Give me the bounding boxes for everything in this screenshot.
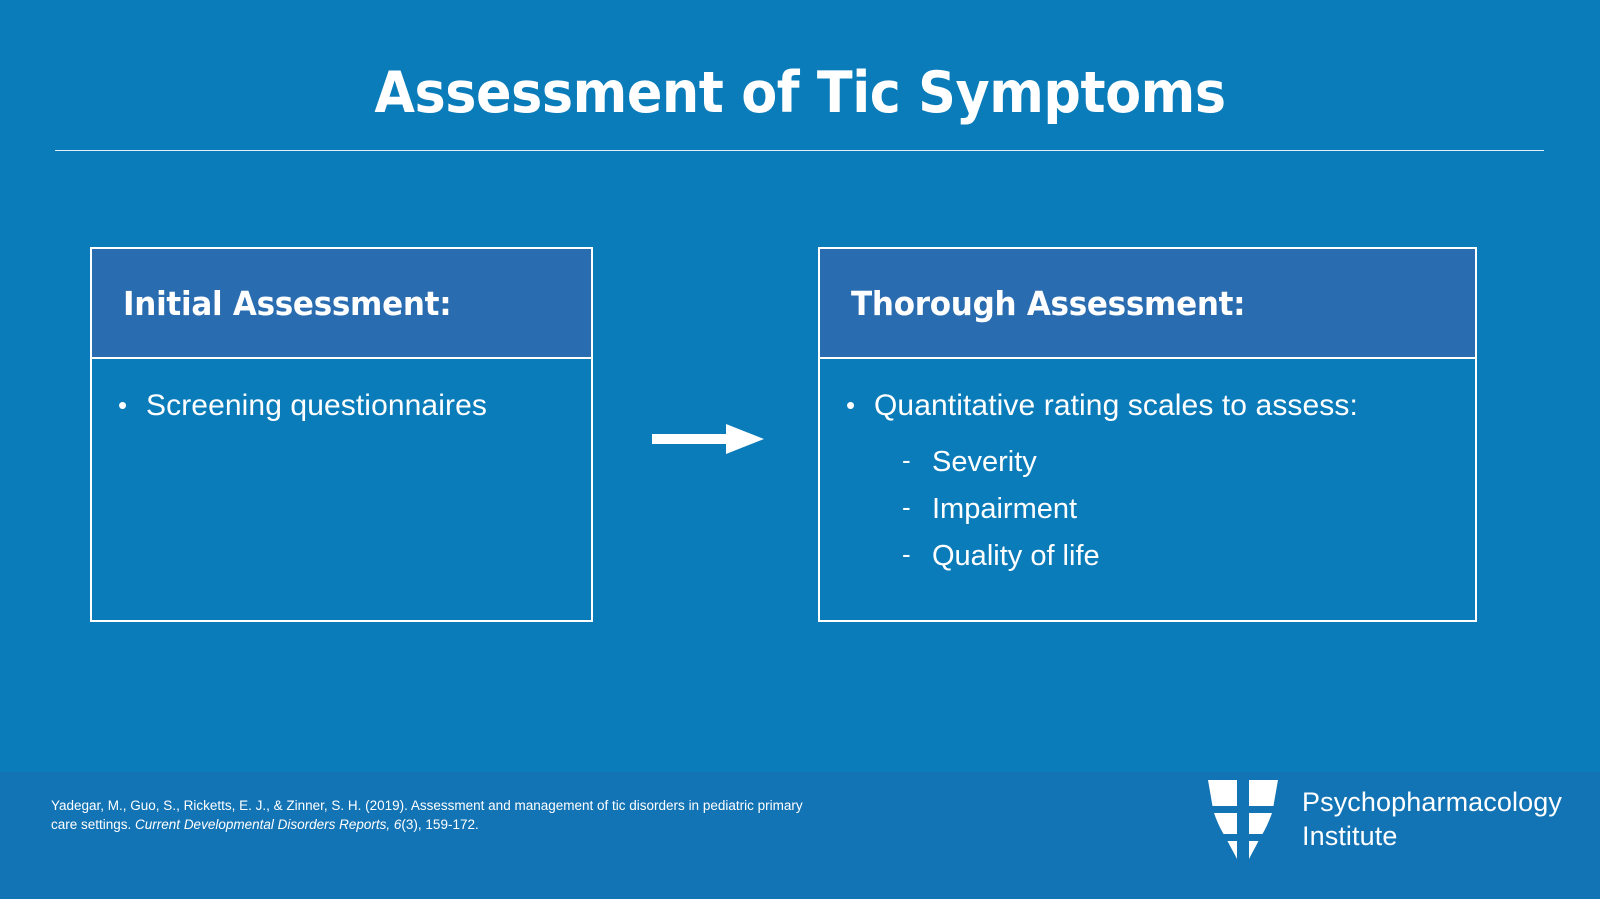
page-title: Assessment of Tic Symptoms <box>374 60 1226 126</box>
list-item: • Quantitative rating scales to assess: <box>846 387 1455 425</box>
list-item: - Impairment <box>902 486 1455 533</box>
footer-band <box>0 772 1600 899</box>
initial-assessment-header: Initial Assessment: <box>92 249 591 359</box>
list-item-label: Quantitative rating scales to assess: <box>874 389 1358 422</box>
bullet-icon: • <box>118 390 128 420</box>
list-item-label: Severity <box>932 446 1037 479</box>
sub-list: - Severity - Impairment - Quality of lif… <box>846 439 1455 580</box>
citation-line-2-suffix: (3), 159-172. <box>401 817 479 832</box>
initial-assessment-box: Initial Assessment: • Screening question… <box>90 247 593 622</box>
list-item-label: Screening questionnaires <box>146 389 487 422</box>
brand-name-line-1: Psychopharmacology <box>1302 786 1562 817</box>
list-item: • Screening questionnaires <box>118 387 571 425</box>
title-divider <box>55 150 1544 151</box>
brand-name: Psychopharmacology Institute <box>1302 785 1562 854</box>
initial-assessment-header-label: Initial Assessment: <box>123 283 452 323</box>
list-item: - Severity <box>902 439 1455 486</box>
list-item: - Quality of life <box>902 533 1455 580</box>
dash-bullet-icon: - <box>902 445 911 476</box>
citation-line-1: Yadegar, M., Guo, S., Ricketts, E. J., &… <box>51 798 685 813</box>
list-item-label: Quality of life <box>932 540 1100 573</box>
brand-logo: Psychopharmacology Institute <box>1206 776 1562 862</box>
dash-bullet-icon: - <box>902 539 911 570</box>
bullet-icon: • <box>846 390 856 420</box>
thorough-assessment-body: • Quantitative rating scales to assess: … <box>820 359 1475 620</box>
citation-line-2-prefix: in pediatric primary care settings. <box>51 798 803 832</box>
list-item-label: Impairment <box>932 493 1078 526</box>
initial-assessment-body: • Screening questionnaires <box>92 359 591 620</box>
flow-arrow-icon <box>652 423 764 455</box>
thorough-assessment-header-label: Thorough Assessment: <box>851 283 1246 323</box>
brand-name-line-2: Institute <box>1302 821 1398 851</box>
thorough-assessment-header: Thorough Assessment: <box>820 249 1475 359</box>
thorough-assessment-box: Thorough Assessment: • Quantitative rati… <box>818 247 1477 622</box>
dash-bullet-icon: - <box>902 492 911 523</box>
citation-journal-title: Current Developmental Disorders Reports,… <box>135 817 402 832</box>
citation-text: Yadegar, M., Guo, S., Ricketts, E. J., &… <box>51 796 811 834</box>
shield-icon <box>1206 776 1280 862</box>
